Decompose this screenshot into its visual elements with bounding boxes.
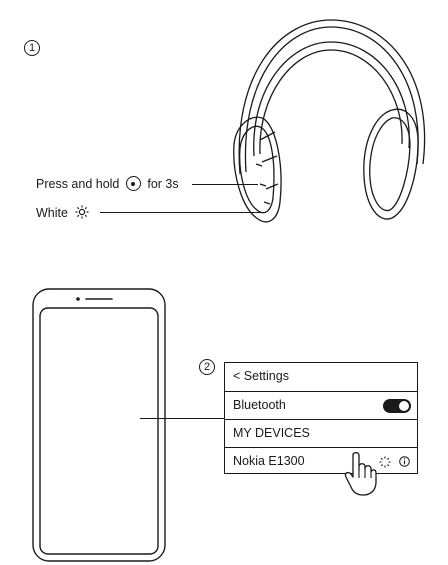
phone-illustration — [32, 288, 166, 562]
device-name: Nokia E1300 — [233, 454, 305, 468]
back-chevron-icon[interactable]: < — [233, 369, 241, 383]
my-devices-label: MY DEVICES — [233, 426, 310, 440]
led-callout-text: White — [36, 206, 68, 220]
power-callout-leader — [192, 184, 258, 185]
bluetooth-settings-panel: < Settings Bluetooth MY DEVICES Nokia E1… — [224, 362, 418, 474]
toggle-knob — [399, 401, 409, 411]
power-callout-suffix: for 3s — [147, 177, 179, 191]
phone-camera — [76, 297, 80, 301]
sun-icon — [75, 205, 89, 219]
info-icon[interactable] — [399, 456, 410, 467]
step-2-number: 2 — [199, 359, 215, 375]
my-devices-header: MY DEVICES — [225, 419, 417, 447]
step-1-number: 1 — [24, 40, 40, 56]
bluetooth-label: Bluetooth — [233, 398, 286, 412]
power-callout-text: Press and hold — [36, 177, 120, 191]
tap-hand-icon — [344, 452, 377, 496]
led-callout-leader — [100, 212, 266, 213]
headphones-illustration — [233, 19, 426, 223]
spinner-icon — [379, 456, 391, 468]
power-callout: Press and hold for 3s — [36, 176, 179, 191]
power-button-icon — [125, 176, 141, 191]
bluetooth-toggle[interactable] — [383, 399, 411, 413]
device-row-nokia-e1300[interactable]: Nokia E1300 — [225, 447, 417, 475]
settings-title: Settings — [243, 369, 289, 383]
phone-settings-leader — [140, 418, 225, 419]
led-callout: White — [36, 205, 89, 220]
bluetooth-row: Bluetooth — [225, 391, 417, 419]
settings-header[interactable]: < Settings — [225, 363, 417, 391]
